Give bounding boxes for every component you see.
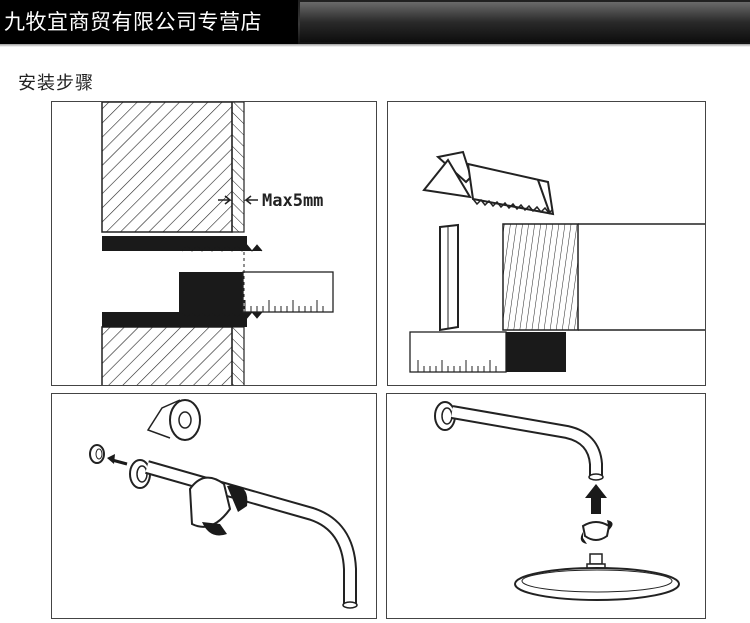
store-name: 九牧宜商贸有限公司专营店 xyxy=(0,0,298,44)
banner-gradient-bar xyxy=(300,2,750,42)
tape-wrapping-diagram xyxy=(89,399,358,609)
step-panel-1: Max5mm xyxy=(51,101,377,386)
step-panel-3 xyxy=(51,393,377,619)
tape-roll-icon xyxy=(146,399,201,441)
header-divider xyxy=(0,44,750,47)
section-title: 安装步骤 xyxy=(18,73,94,94)
top-banner: 九牧宜商贸有限公司专营店 xyxy=(0,0,750,44)
pipe-cutting-diagram xyxy=(409,150,705,373)
saw-icon xyxy=(422,150,555,216)
shower-head-mounting-diagram xyxy=(434,401,680,601)
wall-fitting-diagram: Max5mm xyxy=(101,102,334,385)
step-panel-2 xyxy=(387,101,706,386)
step-panel-4 xyxy=(386,393,706,619)
max-5mm-label: Max5mm xyxy=(262,191,323,211)
